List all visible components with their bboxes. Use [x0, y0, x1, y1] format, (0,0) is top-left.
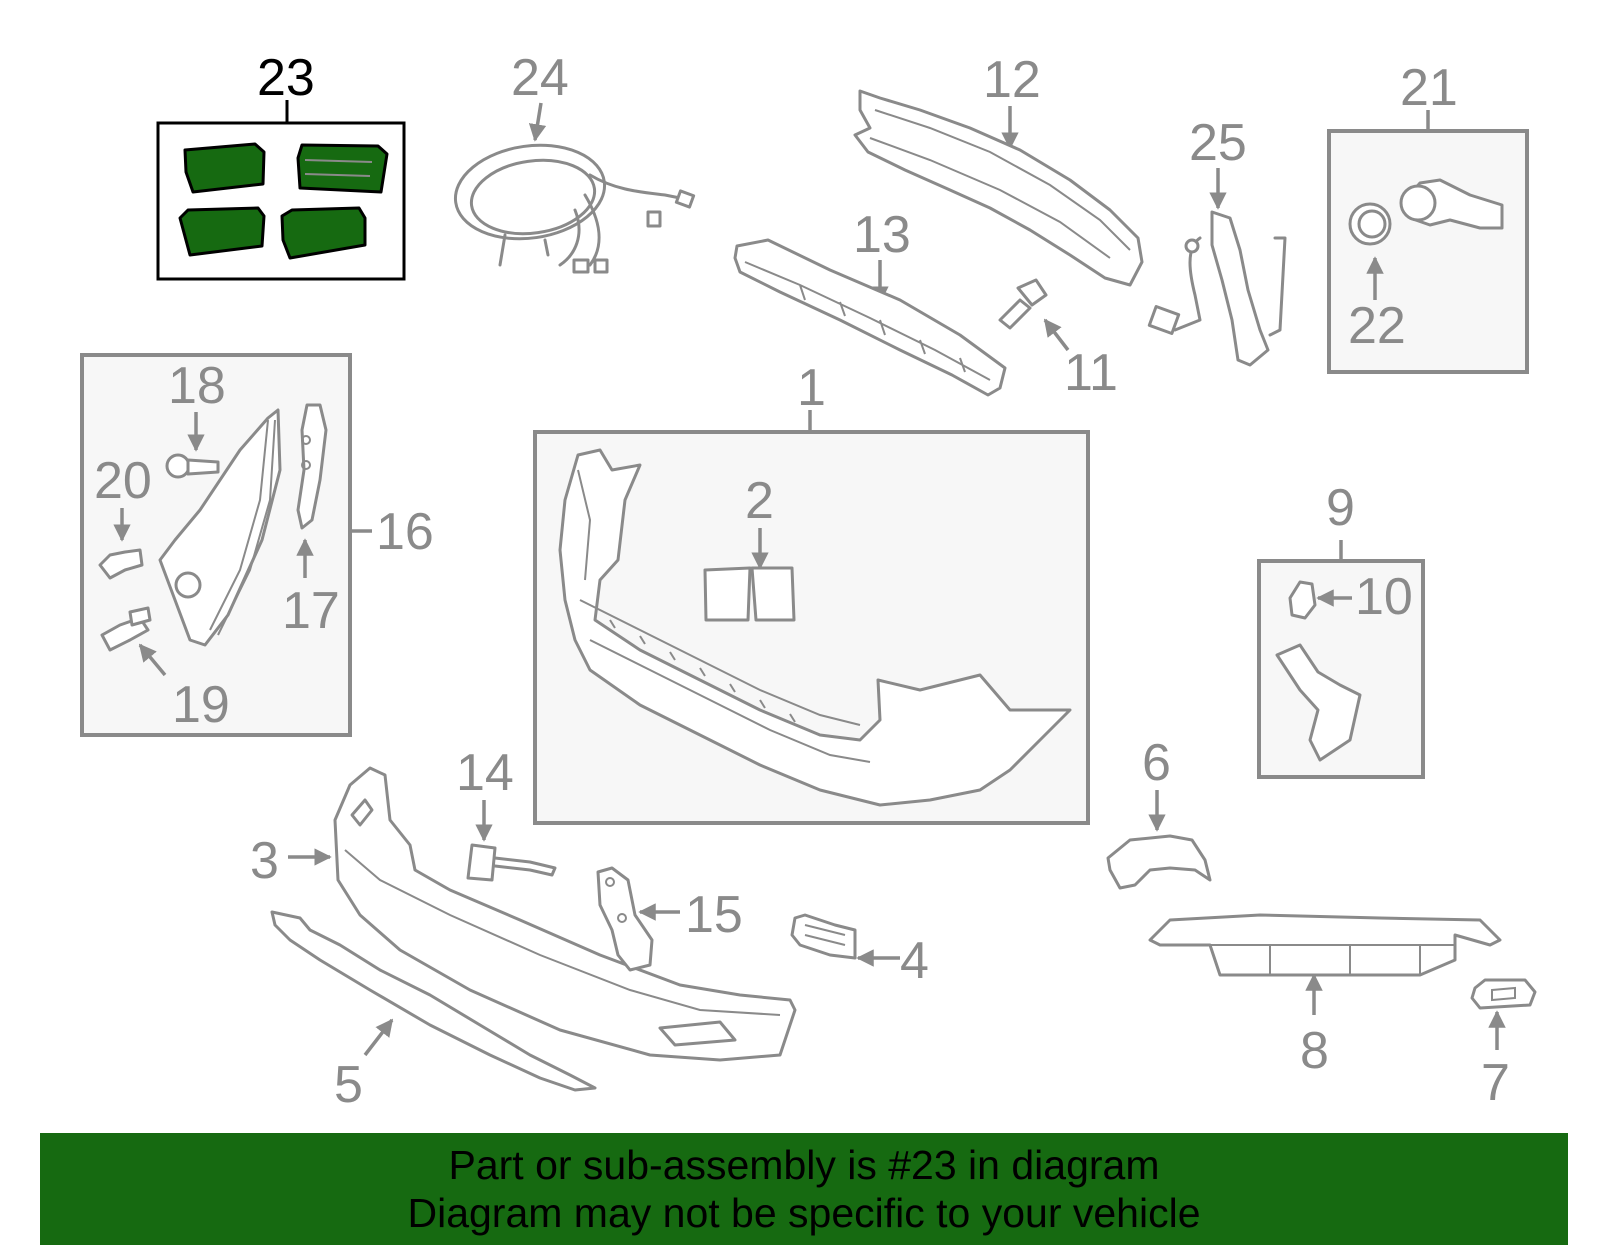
callout-3: 3	[250, 832, 279, 890]
banner-line-1: Part or sub-assembly is #23 in diagram	[448, 1142, 1160, 1188]
callout-15: 15	[685, 886, 743, 944]
part-24-wiring-harness[interactable]: 24	[449, 49, 696, 274]
part-13-absorber[interactable]: 13	[733, 206, 1007, 397]
part-16-lamp-assembly[interactable]: 16 18 20 17 19	[80, 353, 434, 737]
part-7-cap[interactable]: 7	[1470, 978, 1537, 1112]
callout-12: 12	[983, 51, 1041, 109]
part-14-cover[interactable]: 14	[456, 744, 557, 882]
callout-5: 5	[334, 1056, 363, 1114]
part-3-lower-cover[interactable]: 3	[250, 766, 797, 1062]
part-21-sensor-group[interactable]: 21 22	[1327, 59, 1529, 374]
callout-18: 18	[168, 357, 226, 415]
callout-22: 22	[1348, 297, 1406, 355]
callout-6: 6	[1142, 734, 1171, 792]
callout-23: 23	[257, 49, 315, 107]
part-23-piece-3	[178, 206, 266, 257]
callout-4: 4	[900, 932, 929, 990]
part-4-reflector[interactable]: 4	[790, 913, 929, 990]
callout-16: 16	[376, 503, 434, 561]
callout-10: 10	[1355, 568, 1413, 626]
callout-25: 25	[1189, 114, 1247, 172]
callout-2: 2	[745, 472, 774, 530]
banner-line-2: Diagram may not be specific to your vehi…	[407, 1190, 1201, 1236]
part-8-skid-plate[interactable]: 8	[1148, 913, 1502, 1080]
part-6-bracket[interactable]: 6	[1106, 734, 1212, 890]
callout-17: 17	[282, 582, 340, 640]
part-1-bumper-cover[interactable]: 1 2	[533, 359, 1090, 825]
callout-8: 8	[1300, 1022, 1329, 1080]
callout-1: 1	[797, 359, 826, 417]
part-23-piece-4	[280, 206, 367, 260]
callout-24: 24	[511, 49, 569, 107]
callout-14: 14	[456, 744, 514, 802]
callout-21: 21	[1400, 59, 1458, 117]
callout-13: 13	[853, 206, 911, 264]
part-9-bracket-group[interactable]: 9 10	[1257, 479, 1425, 779]
part-23-group[interactable]: 23	[156, 49, 406, 281]
part-11-bolt[interactable]: 11	[998, 278, 1118, 402]
part-12-bumper-reinforcement[interactable]: 12	[853, 51, 1144, 287]
callout-20: 20	[94, 452, 152, 510]
callout-9: 9	[1326, 479, 1355, 537]
part-5-lower-trim[interactable]: 5	[270, 910, 597, 1114]
part-25-wire[interactable]: 25	[1147, 114, 1287, 367]
part-23-piece-1	[183, 142, 266, 194]
part-15-bracket[interactable]: 15	[596, 866, 743, 972]
part-23-piece-2	[296, 143, 389, 194]
callout-19: 19	[172, 676, 230, 734]
info-banner: Part or sub-assembly is #23 in diagram D…	[40, 1133, 1568, 1245]
callout-7: 7	[1481, 1054, 1510, 1112]
callout-11: 11	[1064, 344, 1118, 402]
